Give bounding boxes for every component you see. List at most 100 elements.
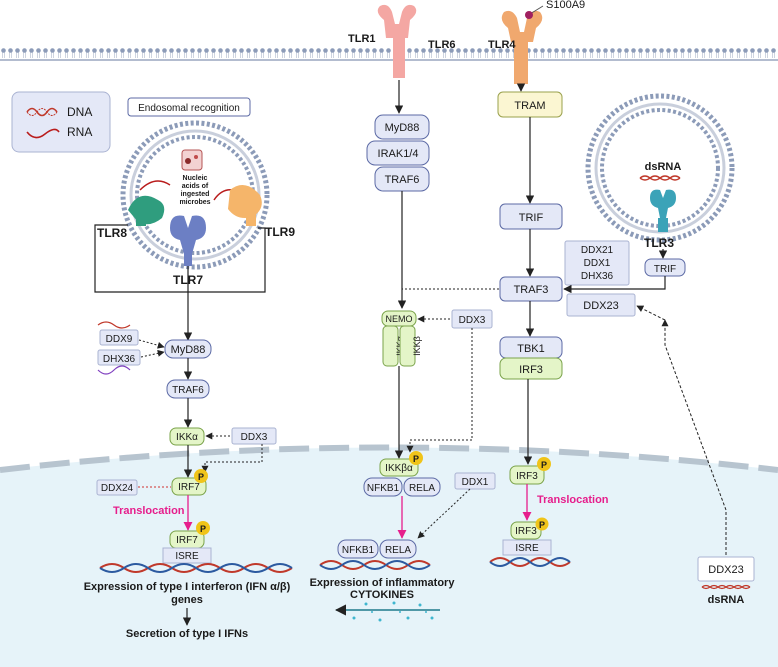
rela-label: RELA (409, 483, 435, 494)
phosphate-icon (196, 521, 210, 535)
middle-expression-line-2: CYTOKINES (350, 589, 414, 601)
traf3-node (499, 276, 563, 302)
irf3-label: IRF3 (519, 364, 543, 376)
middle-expression-line-1: Expression of inflammatory (310, 577, 456, 589)
tlr6-label: TLR6 (428, 39, 456, 51)
left-dna-helix (99, 563, 293, 573)
left-expression-line-1: Expression of type I interferon (IFN α/β… (84, 581, 291, 593)
nuclear-ddx23-group: DDX23 dsRNA (636, 305, 755, 606)
ddx23-label: DDX23 (583, 300, 618, 312)
middle-dna-helix (319, 560, 431, 570)
endosome: Endosomal recognition Nucleic acids of i… (97, 97, 295, 287)
left-convergence-lines (94, 224, 266, 341)
ddx23-box (566, 293, 636, 317)
left-ikka-node (169, 427, 205, 446)
legend-box: DNA RNA (11, 91, 111, 153)
nuclear-ddx23-box (697, 556, 755, 582)
nuclear-nfkb1-label: NFKB1 (342, 545, 375, 556)
nuclear-irf3-node (510, 521, 542, 540)
ddx21-ddx1-dhx36-box (564, 240, 630, 286)
tlr1-tlr6-receptor (377, 4, 417, 78)
tlr7-receptor-icon (170, 215, 206, 266)
endosome-title: Endosomal recognition (138, 103, 240, 114)
ddx21-label: DDX21 (581, 245, 614, 256)
nuclear-phospho-label: P (200, 524, 206, 534)
dhx36-box (97, 349, 141, 366)
ikkba-node (379, 458, 419, 477)
phosphate-icon (535, 517, 549, 531)
right-trif-node (499, 203, 563, 230)
dna-icon (26, 107, 58, 117)
nuclear-dsrna-icon (701, 584, 751, 590)
ddx9-box (99, 329, 139, 346)
right-isre-label: ISRE (515, 543, 539, 554)
left-pathway: DDX9 DHX36 MyD88 TRAF6 IKKα DDX3 IRF7 P … (84, 321, 293, 640)
ddx24-box (96, 479, 138, 496)
middle-ddx1-box (454, 472, 496, 490)
right-phospho-label: P (541, 460, 547, 470)
phosphate-icon (409, 451, 423, 465)
left-secretion-label: Secretion of type I IFNs (126, 628, 248, 640)
middle-pathway: MyD88 IRAK1/4 TRAF6 NEMO IKKα IKKβ DDX3 … (310, 114, 496, 622)
phosphate-icon (537, 457, 551, 471)
nuclear-irf3-label: IRF3 (515, 526, 537, 537)
endosome-content-line: acids of (182, 183, 209, 190)
s100a9-icon (525, 11, 533, 19)
tlr3-trif-label: TRIF (654, 264, 676, 275)
tlr3-endosome: dsRNA (585, 93, 735, 243)
nuclear-dsrna-label: dsRNA (708, 594, 745, 606)
right-dna-helix (489, 557, 571, 567)
right-pathway: TRAM TRIF TRAF3 DDX21 DDX1 DHX36 DDX23 T… (398, 91, 636, 567)
left-myd88-label: MyD88 (171, 344, 206, 356)
tlr4-receptor (501, 5, 544, 84)
middle-ddx3-label: DDX3 (459, 315, 486, 326)
tlr8-receptor-icon (128, 195, 165, 226)
microbe-icon (181, 149, 203, 171)
left-isre-label: ISRE (175, 551, 199, 562)
ddx24-label: DDX24 (101, 483, 134, 494)
tbk1-label: TBK1 (517, 343, 545, 355)
dsrna-icon (639, 175, 681, 181)
tlr9-receptor-icon (228, 185, 262, 226)
nuclear-irf7-label: IRF7 (176, 535, 198, 546)
left-irf7-node (171, 477, 207, 496)
endosome-content-line: ingested (181, 191, 210, 198)
irf3-node (499, 357, 563, 380)
nuclear-rela-node (379, 539, 417, 559)
left-ikka-label: IKKα (176, 432, 198, 443)
nuclear-envelope (0, 444, 778, 473)
left-phospho-label: P (198, 472, 204, 482)
phosphate-icon (194, 469, 208, 483)
left-isre-box (162, 547, 212, 564)
traf3-label: TRAF3 (514, 284, 549, 296)
irak-node (366, 140, 430, 166)
left-irf7-label: IRF7 (178, 482, 200, 493)
nuclear-rela-label: RELA (385, 545, 411, 556)
tlr1-label: TLR1 (348, 33, 376, 45)
left-traf6-label: TRAF6 (172, 385, 204, 396)
tlr3-label: TLR3 (644, 236, 674, 250)
left-translocation-label: Translocation (113, 505, 185, 517)
phospho-irf3-label: IRF3 (516, 471, 538, 482)
tlr3-receptor-icon (650, 189, 676, 232)
tram-label: TRAM (514, 100, 545, 112)
tlr9-label: TLR9 (265, 225, 295, 239)
tlr3-dsrna-label: dsRNA (645, 161, 682, 173)
dhx36-right-label: DHX36 (581, 271, 614, 282)
legend-rna-label: RNA (67, 125, 92, 139)
endosome-content-line: Nucleic (183, 175, 208, 182)
nemo-label: NEMO (386, 314, 413, 324)
nfkb1-node (363, 477, 403, 497)
middle-myd88-node (374, 114, 430, 140)
ikka-subunit-node (382, 325, 399, 367)
middle-traf6-label: TRAF6 (385, 174, 420, 186)
left-expression-line-2: genes (171, 594, 203, 606)
ikkb-subunit-node (399, 325, 416, 367)
dhx36-label: DHX36 (103, 354, 136, 365)
ikkba-label: IKKβα (385, 463, 413, 474)
rna-icon (26, 128, 60, 139)
left-ddx3-label: DDX3 (241, 432, 268, 443)
plasma-membrane (0, 46, 778, 61)
s100a9-label: S100A9 (546, 0, 585, 11)
right-translocation-label: Translocation (537, 494, 609, 506)
